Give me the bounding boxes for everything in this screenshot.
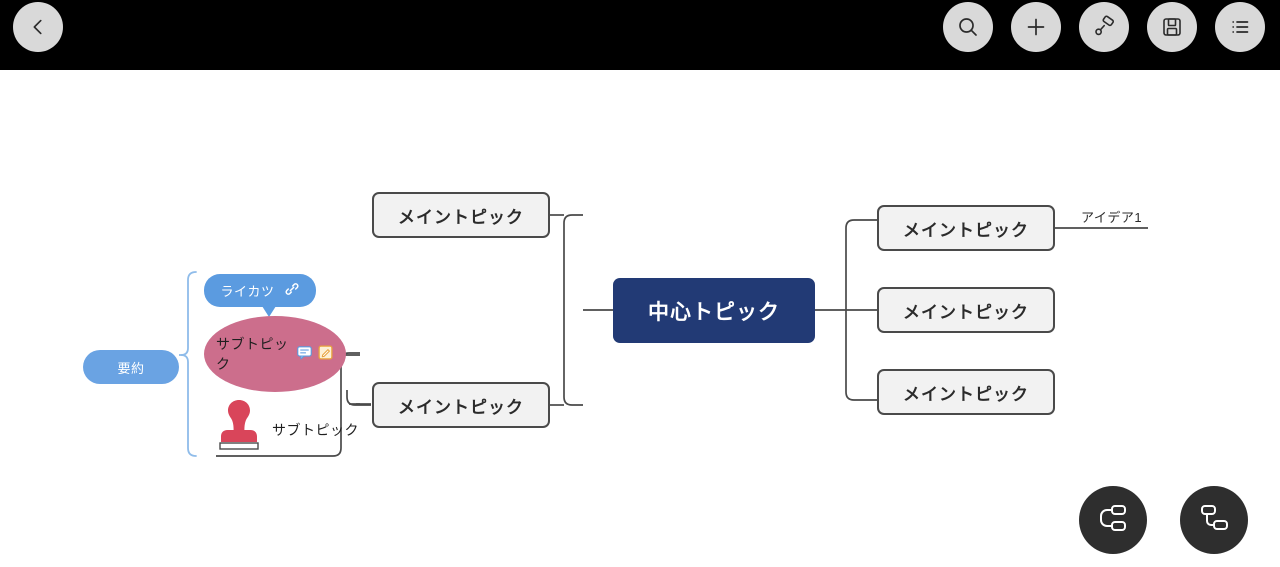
central-topic-node[interactable]: 中心トピック	[613, 278, 815, 343]
callout-tail	[262, 306, 276, 317]
branch-label-idea1[interactable]: アイデア1	[1081, 210, 1143, 225]
paint-roller-icon	[1092, 15, 1116, 39]
link-icon	[284, 281, 300, 300]
main-topic-right-3[interactable]: メイントピック	[877, 369, 1055, 415]
sub-topic-ellipse-label: サブトピック	[216, 336, 289, 372]
main-topic-label: メイントピック	[903, 384, 1029, 404]
style-button[interactable]	[1079, 2, 1129, 52]
summary-label: 要約	[117, 360, 145, 376]
main-topic-label: メイントピック	[398, 207, 524, 227]
mindmap-canvas[interactable]: 中心トピック メイントピック メイントピック メイントピック メイントピック メ…	[0, 70, 1280, 567]
save-button[interactable]	[1147, 2, 1197, 52]
main-topic-label: メイントピック	[398, 397, 524, 417]
layout-tree-icon	[1197, 501, 1231, 540]
top-toolbar	[0, 0, 1280, 70]
layout-tree-button[interactable]	[1180, 486, 1248, 554]
save-icon	[1160, 15, 1184, 39]
layout-balanced-button[interactable]	[1079, 486, 1147, 554]
note-edit-icon[interactable]	[317, 344, 334, 364]
central-topic-label: 中心トピック	[648, 300, 780, 324]
main-topic-left-2[interactable]: メイントピック	[372, 382, 550, 428]
callout-node[interactable]: ライカツ	[204, 274, 316, 307]
sub-topic-ellipse-node[interactable]: サブトピック	[204, 316, 346, 392]
stamp-icon	[214, 396, 264, 463]
main-topic-right-1[interactable]: メイントピック	[877, 205, 1055, 251]
sub-topic-stamp-node[interactable]: サブトピック	[214, 396, 359, 463]
back-button[interactable]	[13, 2, 63, 52]
main-topic-label: メイントピック	[903, 302, 1029, 322]
sub-topic-stamp-label: サブトピック	[272, 421, 359, 438]
layout-balanced-icon	[1096, 501, 1130, 540]
chevron-left-icon	[27, 16, 49, 38]
main-topic-right-2[interactable]: メイントピック	[877, 287, 1055, 333]
search-button[interactable]	[943, 2, 993, 52]
add-icon	[1024, 15, 1048, 39]
add-button[interactable]	[1011, 2, 1061, 52]
summary-node[interactable]: 要約	[83, 350, 179, 384]
menu-icon	[1228, 15, 1252, 39]
comment-icon[interactable]	[296, 344, 313, 364]
main-topic-left-1[interactable]: メイントピック	[372, 192, 550, 238]
search-icon	[956, 15, 980, 39]
callout-label: ライカツ	[220, 284, 275, 299]
main-topic-label: メイントピック	[903, 220, 1029, 240]
menu-button[interactable]	[1215, 2, 1265, 52]
